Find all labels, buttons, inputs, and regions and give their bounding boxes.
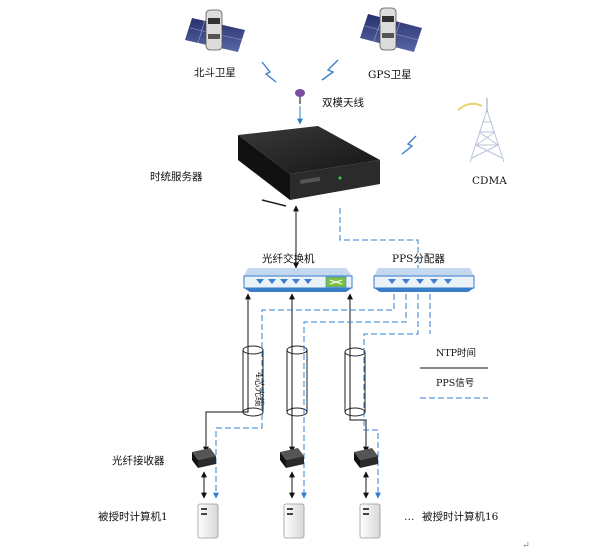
fiber-receiver-2 <box>280 448 304 468</box>
fiber-cable-label: 4芯光缆 <box>253 372 265 407</box>
computer-16-icon <box>359 503 381 539</box>
cdma-tower-icon <box>457 98 505 163</box>
wireless-signal-icon <box>261 59 417 155</box>
computer-16-label: 被授时计算机16 <box>422 510 499 523</box>
computer-1-icon <box>197 503 219 539</box>
legend-ntp-label: NTP时间 <box>436 347 476 359</box>
gps-satellite-icon <box>360 7 422 52</box>
time-server-icon <box>238 126 380 207</box>
antenna-label: 双模天线 <box>322 96 364 109</box>
gps-label: GPS卫星 <box>368 69 412 81</box>
fiber-switch-label: 光纤交换机 <box>262 252 315 265</box>
pps-distributor-device <box>373 268 475 292</box>
fiber-switch-device <box>243 268 353 292</box>
time-server-label: 时统服务器 <box>150 170 203 183</box>
return-mark: ↵ <box>522 540 530 551</box>
cdma-label: CDMA <box>472 175 507 187</box>
ellipsis-label: … <box>404 511 415 523</box>
dual-mode-antenna-icon <box>295 89 305 104</box>
computer-1-label: 被授时计算机1 <box>98 510 168 523</box>
fiber-cable-3 <box>344 347 366 417</box>
pps-line-2 <box>301 294 407 499</box>
beidou-satellite-icon <box>185 9 245 52</box>
beidou-label: 北斗卫星 <box>194 67 236 79</box>
fiber-receiver-1 <box>192 448 216 468</box>
pps-line-3 <box>363 294 419 499</box>
pps-line-1 <box>213 294 395 499</box>
ntp-line-3 <box>347 293 369 453</box>
legend-pps-label: PPS信号 <box>436 377 474 389</box>
fiber-receiver-3 <box>354 448 378 468</box>
ntp-line-1 <box>203 293 251 453</box>
pps-distributor-label: PPS分配器 <box>392 253 445 265</box>
legend: NTP时间 PPS信号 <box>420 347 488 399</box>
fiber-receiver-label: 光纤接收器 <box>112 454 165 467</box>
computer-2-icon <box>283 503 305 539</box>
